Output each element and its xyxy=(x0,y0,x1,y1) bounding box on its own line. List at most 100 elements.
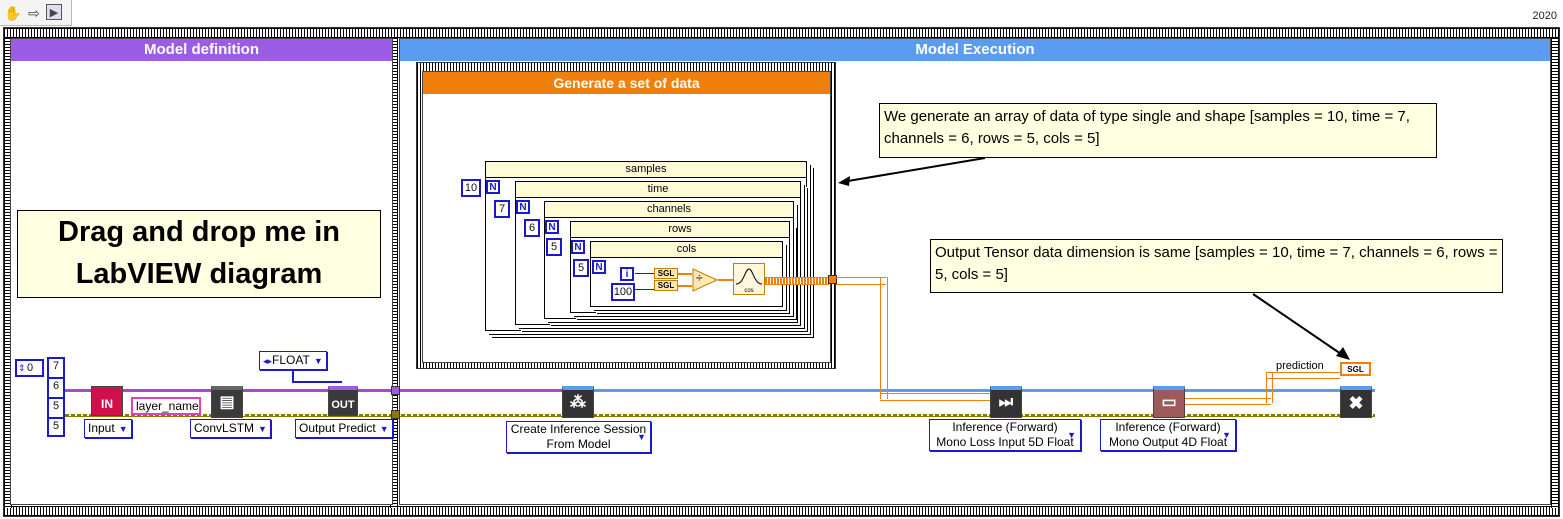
array-index[interactable]: ⇕ 0 xyxy=(15,359,44,377)
wire-array xyxy=(880,277,888,399)
dropdown-arrow-icon: ▼ xyxy=(118,424,128,434)
ring-line: From Model xyxy=(546,437,611,451)
n-terminal: N xyxy=(592,260,606,274)
convlstm-ring[interactable]: ConvLSTM▼ xyxy=(190,419,271,438)
array-element[interactable]: 7 xyxy=(49,359,63,377)
loop-label: time xyxy=(516,182,800,198)
wire-prediction xyxy=(1266,372,1340,379)
output-layer-node[interactable]: OUT xyxy=(328,386,358,416)
shape-array: 7 6 5 5 xyxy=(47,357,65,437)
sprocket-top xyxy=(4,28,1559,38)
to-single-node[interactable]: SGL xyxy=(654,280,678,291)
close-session-node[interactable]: ✖ xyxy=(1340,386,1372,418)
wire-int xyxy=(635,289,654,290)
inference-5d-ring[interactable]: Inference (Forward) Mono Loss Input 5D F… xyxy=(929,419,1081,451)
count-constant[interactable]: 10 xyxy=(461,179,481,197)
count-constant[interactable]: 6 xyxy=(524,219,540,237)
inference-4d-ring[interactable]: Inference (Forward) Mono Output 4D Float… xyxy=(1100,419,1236,451)
arrow-icon[interactable]: ⇨ xyxy=(28,5,40,21)
forward-icon: ⏭ xyxy=(998,394,1014,411)
wire-model xyxy=(395,389,565,392)
output-ring[interactable]: Output Predict▼ xyxy=(295,419,393,438)
dropdown-arrow-icon: ▼ xyxy=(379,424,389,434)
sprocket-right xyxy=(1551,38,1559,508)
wire-array xyxy=(880,393,992,401)
prediction-label: prediction xyxy=(1276,360,1324,372)
tunnel xyxy=(391,386,400,395)
array-element[interactable]: 5 xyxy=(49,399,63,417)
wire-array xyxy=(836,277,886,285)
n-terminal: N xyxy=(516,200,530,214)
n-terminal: N xyxy=(571,240,585,254)
sprocket-bottom xyxy=(4,506,1559,516)
drag-drop-note: Drag and drop me in LabVIEW diagram xyxy=(17,210,381,298)
create-session-ring[interactable]: Create Inference Session From Model ▼ xyxy=(506,421,651,453)
inference-4d-node[interactable]: ▭ xyxy=(1153,386,1185,418)
ring-line: Create Inference Session xyxy=(510,422,647,436)
index-arrows-icon: ⇕ xyxy=(18,363,26,373)
count-constant[interactable]: 5 xyxy=(573,259,589,277)
cos-wave-icon xyxy=(735,268,763,285)
dropdown-arrow-icon: ▼ xyxy=(313,356,323,366)
dropdown-arrow-icon: ▼ xyxy=(1067,430,1076,440)
wire-sgl xyxy=(678,273,692,275)
ring-line: Mono Loss Input 5D Float xyxy=(936,435,1074,449)
wire-error xyxy=(65,414,1375,416)
loop-label: cols xyxy=(591,242,782,258)
prediction-indicator[interactable]: SGL xyxy=(1340,362,1371,376)
tunnel xyxy=(828,275,837,284)
create-session-node[interactable]: ⁂ xyxy=(562,386,594,418)
datatype-ring-value: FLOAT xyxy=(272,353,310,367)
frame-title: Model definition xyxy=(11,39,392,61)
wire-prediction xyxy=(1185,398,1271,405)
n-terminal: N xyxy=(486,180,500,194)
output-icon: ▭ xyxy=(1161,394,1177,411)
wire-int xyxy=(635,273,654,274)
wire-datatype xyxy=(292,381,342,383)
cos-label: cos xyxy=(744,288,754,294)
input-ring-value: Input xyxy=(88,421,115,435)
array-index-value: 0 xyxy=(27,362,34,374)
layer-name-constant[interactable]: layer_name xyxy=(131,397,201,415)
wire-error xyxy=(65,416,1375,417)
loop-label: rows xyxy=(571,222,789,238)
close-icon: ✖ xyxy=(1348,393,1364,413)
divide-symbol: ÷ xyxy=(696,271,703,285)
output-ring-value: Output Predict xyxy=(299,421,376,435)
dropdown-arrow-icon: ▼ xyxy=(258,424,267,434)
output-layer-label: OUT xyxy=(331,399,355,411)
input-layer-node[interactable]: IN xyxy=(91,386,123,416)
array-element[interactable]: 6 xyxy=(49,379,63,397)
tunnel xyxy=(391,410,400,419)
frame-title: Generate a set of data xyxy=(423,72,830,94)
inference-5d-node[interactable]: ⏭ xyxy=(990,386,1022,418)
run-icon[interactable]: ▶ xyxy=(46,4,62,20)
cos-node[interactable]: cos xyxy=(733,263,765,295)
ring-line: Inference (Forward) xyxy=(952,420,1058,434)
divide-node[interactable] xyxy=(692,268,718,292)
wire-datatype xyxy=(292,370,294,382)
count-constant[interactable]: 7 xyxy=(494,200,510,218)
wire-array xyxy=(765,277,829,285)
output-note: Output Tensor data dimension is same [sa… xyxy=(930,239,1503,293)
ring-line: Mono Output 4D Float xyxy=(1108,435,1228,449)
count-constant[interactable]: 5 xyxy=(546,238,562,256)
frame-title: Model Execution xyxy=(400,39,1550,61)
convlstm-node[interactable]: ▤ xyxy=(211,386,243,418)
input-layer-label: IN xyxy=(101,397,113,411)
input-ring[interactable]: Input▼ xyxy=(84,419,132,438)
array-element[interactable]: 5 xyxy=(49,419,63,435)
loop-label: samples xyxy=(486,162,806,178)
hand-icon[interactable]: ✋ xyxy=(4,5,22,21)
dropdown-arrow-icon: ▼ xyxy=(637,432,646,442)
version-label: 2020 xyxy=(1532,10,1557,22)
annotation-arrow xyxy=(1252,293,1350,360)
annotation-arrow xyxy=(838,157,986,186)
wire-prediction xyxy=(1266,372,1273,403)
datatype-ring[interactable]: ◂▸FLOAT▼ xyxy=(259,351,327,370)
to-single-node[interactable]: SGL xyxy=(654,268,678,279)
generate-note: We generate an array of data of type sin… xyxy=(879,103,1437,158)
convlstm-ring-value: ConvLSTM xyxy=(194,421,255,435)
const-100[interactable]: 100 xyxy=(611,283,635,301)
wire-sgl xyxy=(718,279,733,281)
